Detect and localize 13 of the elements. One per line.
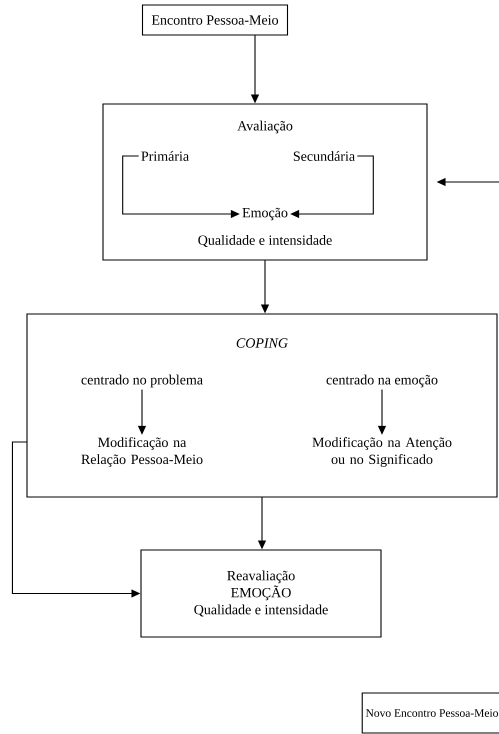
box-heading: Avaliação [237,120,292,134]
text-label: Modificação na Relação Pessoa-Meio [81,437,202,467]
text-label: centrado na emoção [326,374,438,388]
text-label: Primária [141,151,189,161]
process-box: Novo Encontro Pessoa-Meio [362,692,499,734]
process-box: Encontro Pessoa-Meio [142,4,288,36]
process-box: Reavaliação EMOÇÃO Qualidade e intensidade [140,549,382,638]
text-label: Secundária [294,151,355,161]
text-label: centrado no problema [82,374,203,388]
box-heading: COPING [236,338,288,348]
text-label: Modificação na Atenção ou no Significado [312,437,452,467]
text-label: Emoção [242,208,288,220]
box-heading: Qualidade e intensidade [198,235,332,247]
